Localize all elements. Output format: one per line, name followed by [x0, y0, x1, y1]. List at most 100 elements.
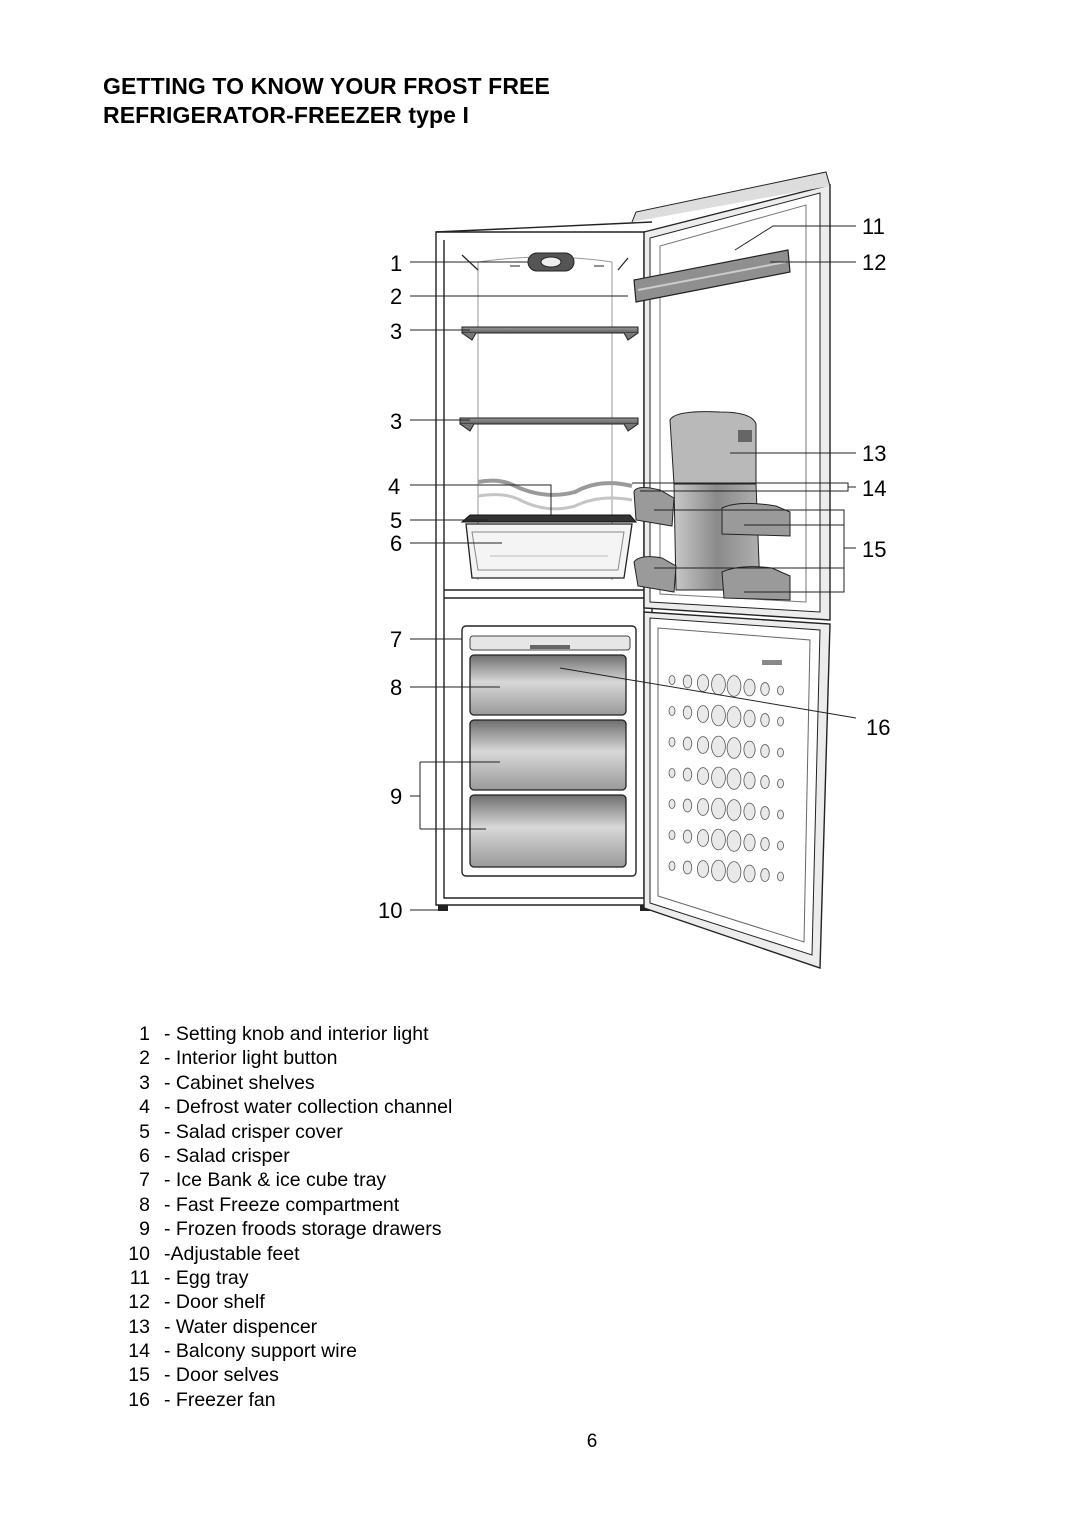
door-bump: [697, 674, 710, 692]
door-bump: [682, 767, 693, 782]
callout-12: 12: [862, 250, 886, 275]
door-bump: [760, 744, 770, 758]
legend-item-text: - Water dispencer: [164, 1315, 318, 1338]
door-bump: [726, 737, 742, 759]
door-bump: [760, 713, 770, 727]
leader-lines: [410, 225, 857, 911]
fast-freeze-drawer: [469, 654, 627, 716]
legend-item-number: 9: [139, 1218, 150, 1241]
water-dispenser: [669, 411, 761, 591]
door-bump: [743, 678, 756, 697]
legend-item-number: 13: [128, 1315, 150, 1338]
door-bump: [697, 829, 710, 847]
door-bump: [682, 829, 693, 844]
callout-2: 2: [390, 284, 402, 309]
door-bump: [726, 768, 742, 790]
door-bump: [711, 828, 726, 851]
door-bump: [726, 799, 742, 821]
door-bump: [777, 778, 784, 789]
legend-item-number: 2: [139, 1047, 150, 1070]
door-bump: [760, 837, 770, 851]
freezer-drawer-middle: [469, 719, 627, 791]
callout-3b: 3: [390, 409, 402, 434]
legend-item-text: - Setting knob and interior light: [164, 1023, 429, 1045]
door-bump: [777, 871, 784, 882]
page-title-line-1: GETTING TO KNOW YOUR FROST FREE: [103, 73, 550, 99]
cabinet-shelf-lower: [459, 417, 639, 432]
legend-item: 16- Freezer fan: [118, 1388, 452, 1412]
door-bump: [711, 704, 726, 727]
callout-8: 8: [390, 675, 402, 700]
page-title: GETTING TO KNOW YOUR FROST FREE REFRIGER…: [103, 72, 550, 130]
door-bump: [777, 685, 784, 696]
door-bump: [711, 673, 726, 696]
freezer-door: [643, 611, 831, 969]
door-bump: [711, 735, 726, 758]
callout-7: 7: [390, 627, 402, 652]
legend-item: 13 - Water dispencer: [118, 1315, 452, 1339]
door-bump: [777, 747, 784, 758]
door-bump: [668, 737, 676, 747]
legend-item: 9 - Frozen froods storage drawers: [118, 1217, 452, 1241]
door-bump: [697, 736, 710, 754]
door-bump: [682, 736, 693, 751]
legend-item-text: - Fast Freeze compartment: [164, 1193, 400, 1216]
legend-item-text: - Freezer fan: [164, 1388, 276, 1411]
door-bump: [668, 706, 676, 716]
freezer-drawer-bottom: [469, 794, 627, 868]
legend-item-number: 6: [139, 1144, 150, 1167]
door-bump: [697, 860, 710, 878]
legend-item-text: - Door selves: [164, 1364, 279, 1387]
door-bump: [682, 798, 693, 813]
parts-legend: 1 - Setting knob and interior light 2 - Int…: [118, 1022, 452, 1412]
legend-item-number: 8: [139, 1193, 150, 1216]
legend-item-number: 10: [128, 1242, 150, 1265]
legend-item-text: - Salad crisper cover: [164, 1120, 343, 1143]
callout-9: 9: [390, 784, 402, 809]
callout-10: 10: [378, 898, 402, 923]
legend-item-text: - Frozen froods storage drawers: [164, 1218, 442, 1241]
legend-item-text: - Balcony support wire: [164, 1340, 357, 1363]
door-bump: [760, 806, 770, 820]
legend-item: 7- Ice Bank & ice cube tray: [118, 1168, 452, 1192]
door-bump: [760, 868, 770, 882]
callout-numbers: 1 2 3 3 4 5 6 7 8 9 10 11 12 13 14 15 16: [378, 214, 890, 923]
legend-item-text: - Cabinet shelves: [164, 1071, 315, 1094]
freezer-door-pattern: [668, 673, 784, 883]
salad-crisper: [460, 514, 638, 579]
legend-item-number: 4: [139, 1096, 150, 1119]
door-bump: [726, 706, 742, 728]
door-bump: [668, 799, 676, 809]
door-bump: [760, 682, 770, 696]
door-bump: [668, 830, 676, 840]
legend-item: 2 - Interior light button: [118, 1046, 452, 1070]
callout-13: 13: [862, 441, 886, 466]
door-shelf: [633, 249, 791, 303]
page-title-line-2: REFRIGERATOR-FREEZER type I: [103, 102, 470, 128]
legend-item-number: 1: [139, 1023, 150, 1045]
door-bump: [777, 840, 784, 851]
door-bump: [697, 798, 710, 816]
door-bump: [726, 675, 742, 697]
door-bump: [711, 859, 726, 882]
door-bump: [682, 705, 693, 720]
door-bump: [743, 709, 756, 728]
door-bump: [743, 740, 756, 759]
door-bump: [743, 864, 756, 883]
legend-item-number: 11: [129, 1266, 150, 1289]
door-bump: [668, 675, 676, 685]
adjustable-foot-left: [438, 905, 448, 911]
legend-item: 10-Adjustable feet: [118, 1242, 452, 1266]
legend-item-text: - Ice Bank & ice cube tray: [164, 1169, 387, 1192]
legend-item: 4- Defrost water collection channel: [118, 1095, 452, 1119]
door-bump: [726, 861, 742, 883]
door-bump: [682, 860, 693, 875]
fridge-freezer-diagram: 1 2 3 3 4 5 6 7 8 9 10 11 12 13 14 15 16: [378, 171, 890, 969]
callout-4: 4: [388, 474, 400, 499]
legend-item-text: - Interior light button: [164, 1047, 338, 1070]
legend-item: 6- Salad crisper: [118, 1144, 452, 1168]
legend-item: 12- Door shelf: [118, 1290, 452, 1314]
legend-item: 3- Cabinet shelves: [118, 1071, 452, 1095]
legend-item-number: 14: [128, 1340, 150, 1363]
door-bump: [682, 674, 693, 689]
